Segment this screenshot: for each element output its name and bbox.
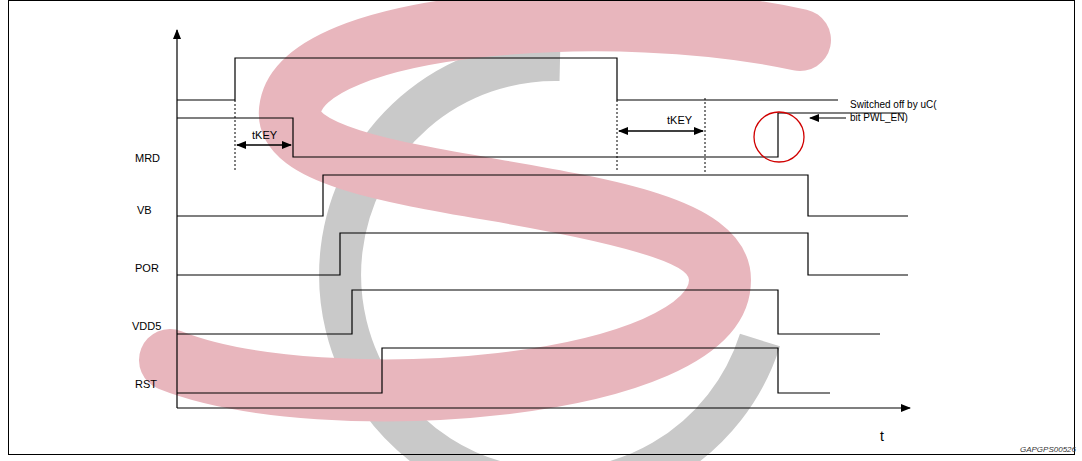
timing-label: tKEY [667,114,692,127]
mrd-waveform [177,113,905,157]
dashed-marker [705,98,706,172]
x-axis [177,407,910,408]
dashed-marker [235,100,236,172]
vb-waveform [177,175,908,216]
por-waveform [177,233,908,275]
signal-name: MRD [135,152,160,165]
dashed-marker [617,100,618,172]
y-axis [176,30,177,408]
signal-name: RST [135,378,157,391]
figure-code: GAPGPS00526 [1020,443,1076,456]
frame [9,1,1075,455]
axis-label: t [880,430,884,443]
watermark-s [170,20,800,390]
key-waveform [177,58,838,100]
annotation: Switched off by uC( bit PWL_EN) [850,98,946,124]
tkey-dimension [237,144,291,145]
highlight-circle [754,112,804,162]
vdd5-waveform [177,290,880,334]
timing-label: tKEY [252,129,277,142]
rst-waveform [177,348,830,393]
tkey-dimension [619,130,703,131]
signal-name: VB [137,204,152,217]
signal-name: VDD5 [132,320,161,333]
signal-name: POR [135,262,159,275]
leader-arrow [810,117,846,118]
